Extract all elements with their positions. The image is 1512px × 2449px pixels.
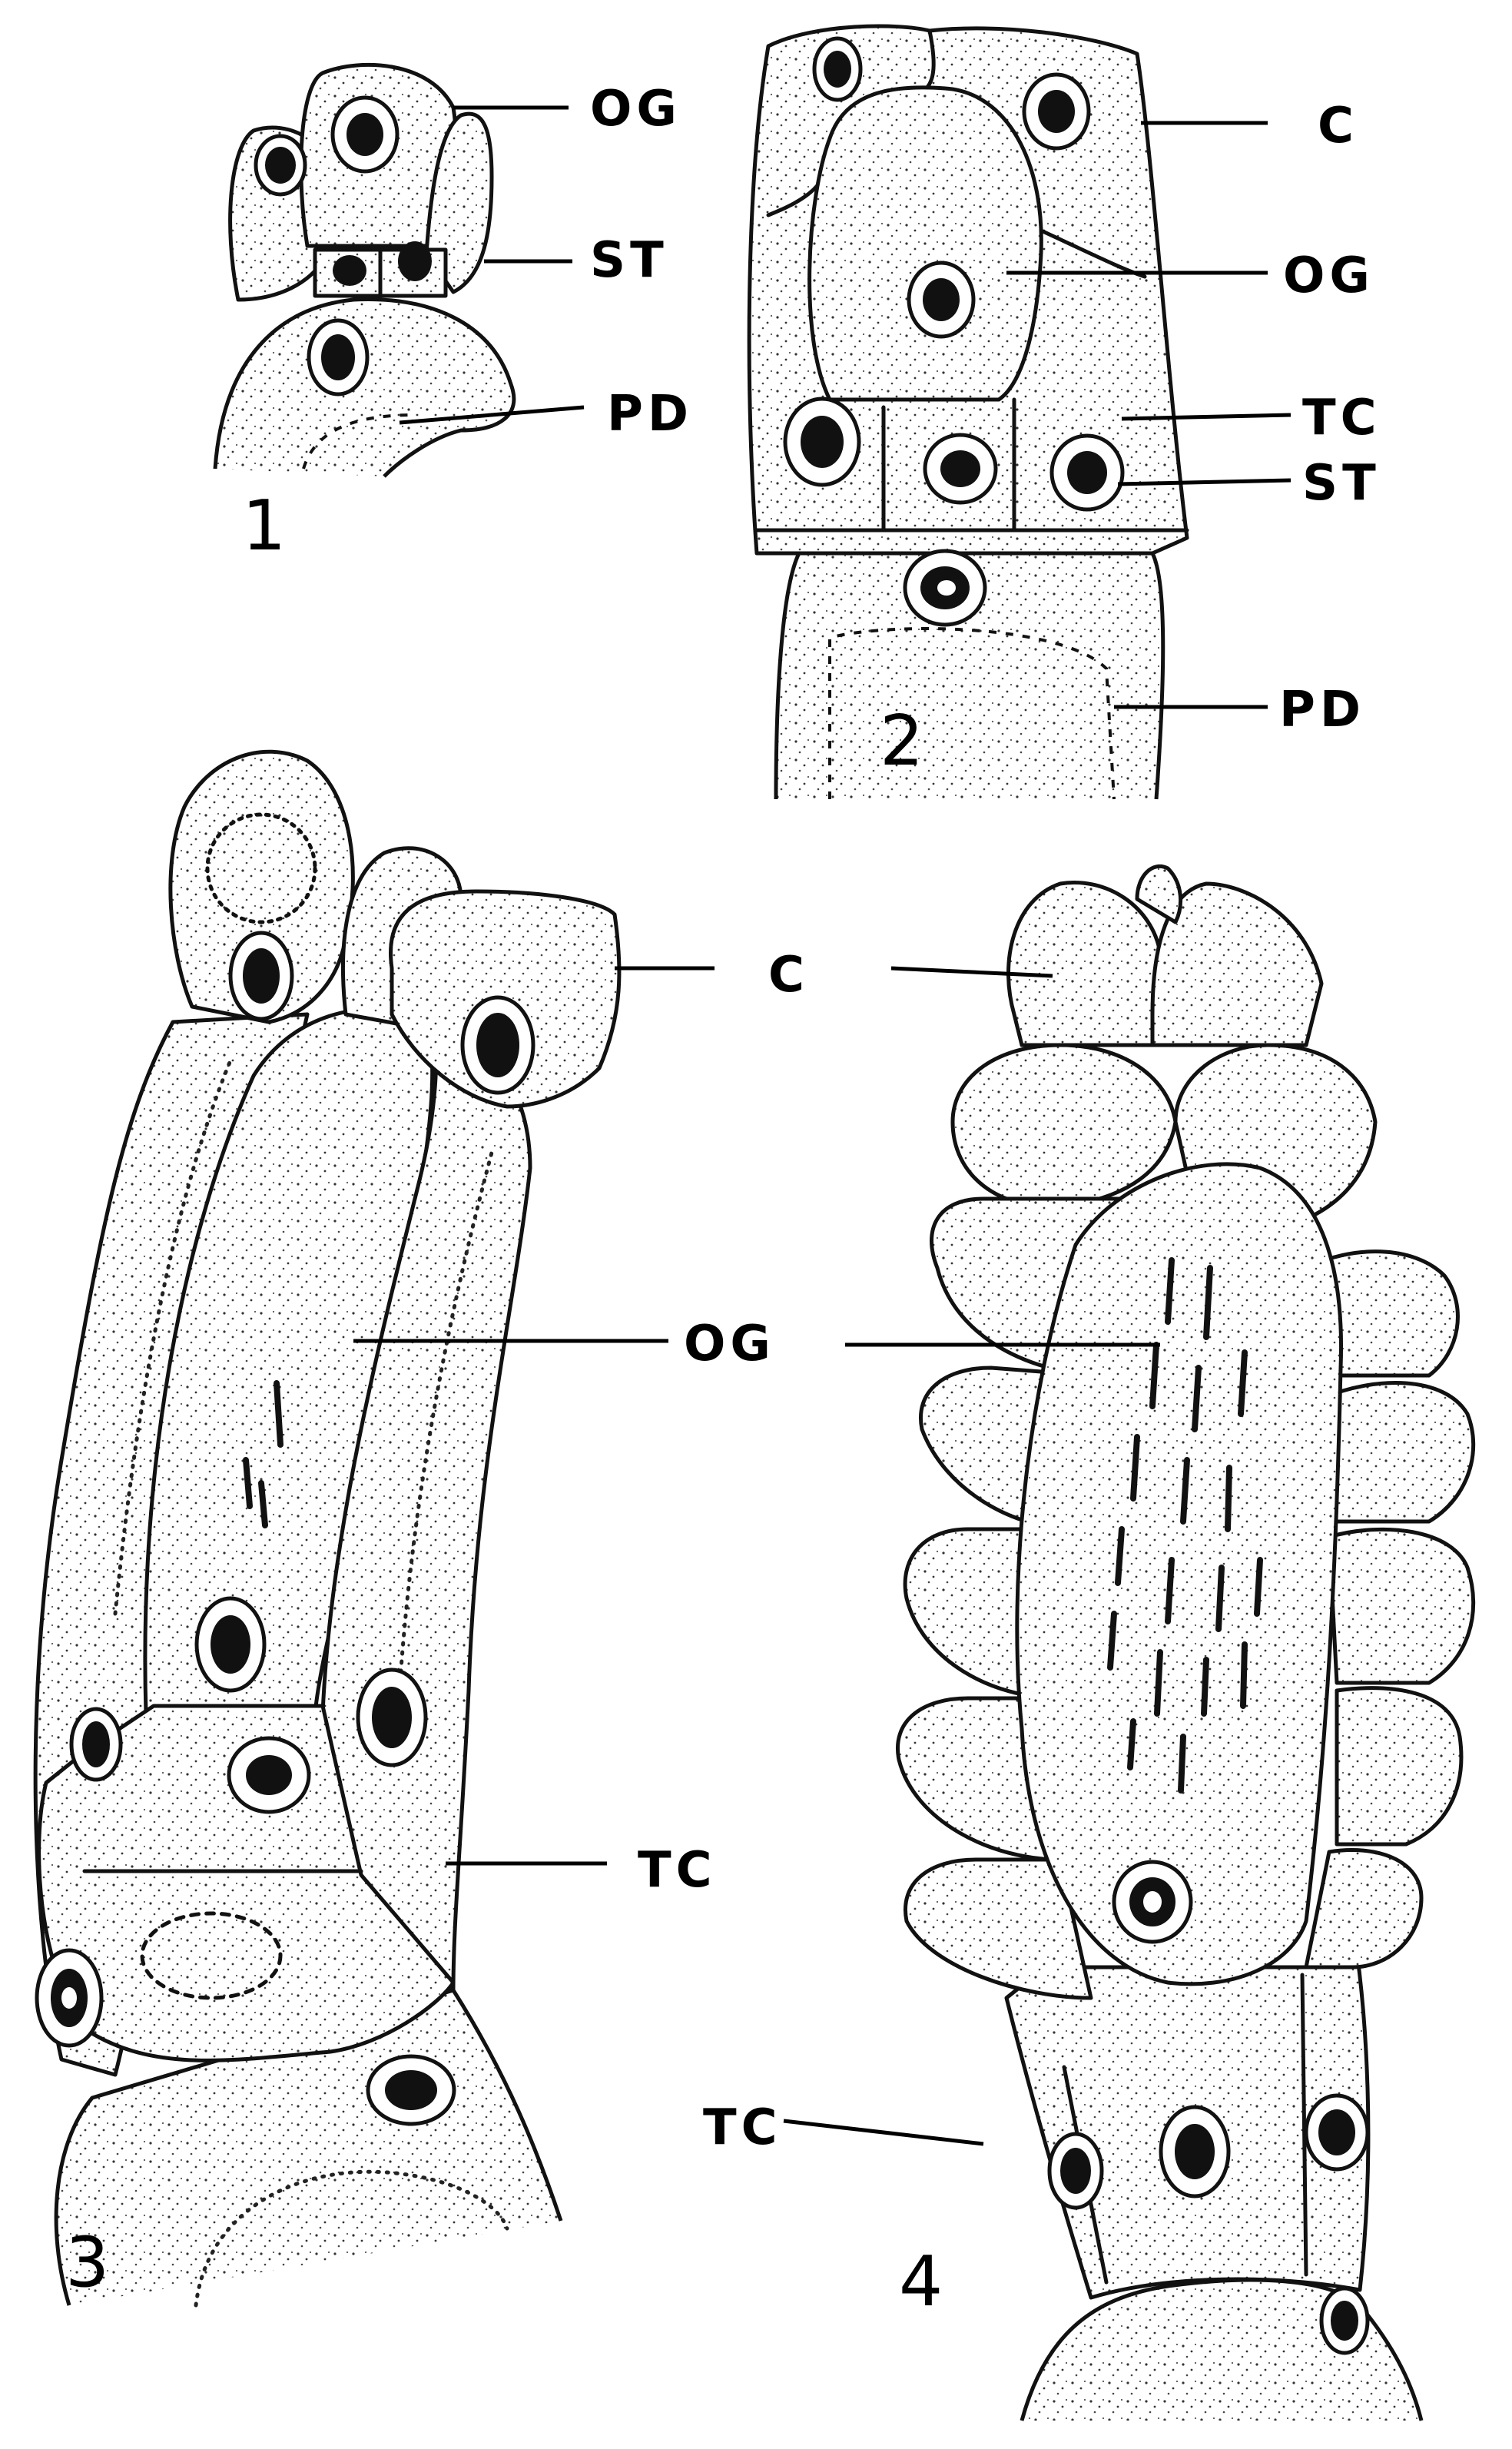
spiral-cell xyxy=(1306,1850,1421,1968)
oogonium-cell xyxy=(1017,1164,1341,1984)
nucleus xyxy=(925,435,996,503)
figure-3: C OG TC 3 xyxy=(35,752,809,2305)
label-og: OG xyxy=(684,1316,775,1372)
nucleus xyxy=(229,1738,309,1812)
nucleus xyxy=(37,1950,101,2046)
nucleus xyxy=(358,1670,426,1765)
label-pd: PD xyxy=(1279,682,1365,738)
nucleus xyxy=(1161,2107,1228,2196)
nucleus xyxy=(1024,75,1089,148)
nucleus xyxy=(256,136,305,194)
figure-number: 2 xyxy=(880,701,923,781)
label-c: C xyxy=(768,947,809,1004)
figure-1: OG ST PD 1 xyxy=(215,65,693,566)
label-og: OG xyxy=(1283,247,1374,304)
nucleus xyxy=(909,263,973,337)
nucleus xyxy=(1052,436,1122,509)
nucleus xyxy=(1114,1862,1191,1942)
figure-number: 4 xyxy=(899,2242,943,2322)
label-tc: TC xyxy=(638,1842,717,1899)
nucleus xyxy=(463,997,533,1093)
nucleus xyxy=(368,2056,454,2124)
nucleus xyxy=(905,551,985,625)
spiral-cell xyxy=(1337,1688,1461,1844)
nucleus xyxy=(333,98,397,171)
nucleus xyxy=(814,38,860,100)
spiral-cell xyxy=(953,1045,1175,1206)
cap-cell-c xyxy=(1009,882,1161,1045)
figure-number: 1 xyxy=(242,486,286,566)
label-tc: TC xyxy=(1302,390,1381,446)
nucleus xyxy=(230,933,292,1019)
nucleus xyxy=(71,1709,121,1780)
nucleus xyxy=(785,399,859,485)
label-st: ST xyxy=(1302,455,1381,512)
label-st: ST xyxy=(590,232,668,289)
oogonium-cell xyxy=(810,88,1042,400)
nucleus xyxy=(197,1598,264,1691)
label-c: C xyxy=(1318,98,1358,154)
spiral-cell xyxy=(1329,1529,1474,1683)
figure-number: 3 xyxy=(65,2222,109,2303)
figure-4: TC 4 xyxy=(703,866,1474,2421)
label-tc: TC xyxy=(703,2099,782,2156)
label-pd: PD xyxy=(607,386,693,443)
nucleus xyxy=(1306,2096,1368,2169)
spiral-cell xyxy=(1321,1383,1474,1521)
nucleus xyxy=(309,320,367,394)
figure-2: C OG TC ST PD 2 xyxy=(749,26,1381,799)
nucleus xyxy=(1049,2134,1102,2208)
label-og: OG xyxy=(590,81,681,138)
nucleus xyxy=(1321,2288,1368,2353)
pedicel-cell xyxy=(215,300,514,476)
